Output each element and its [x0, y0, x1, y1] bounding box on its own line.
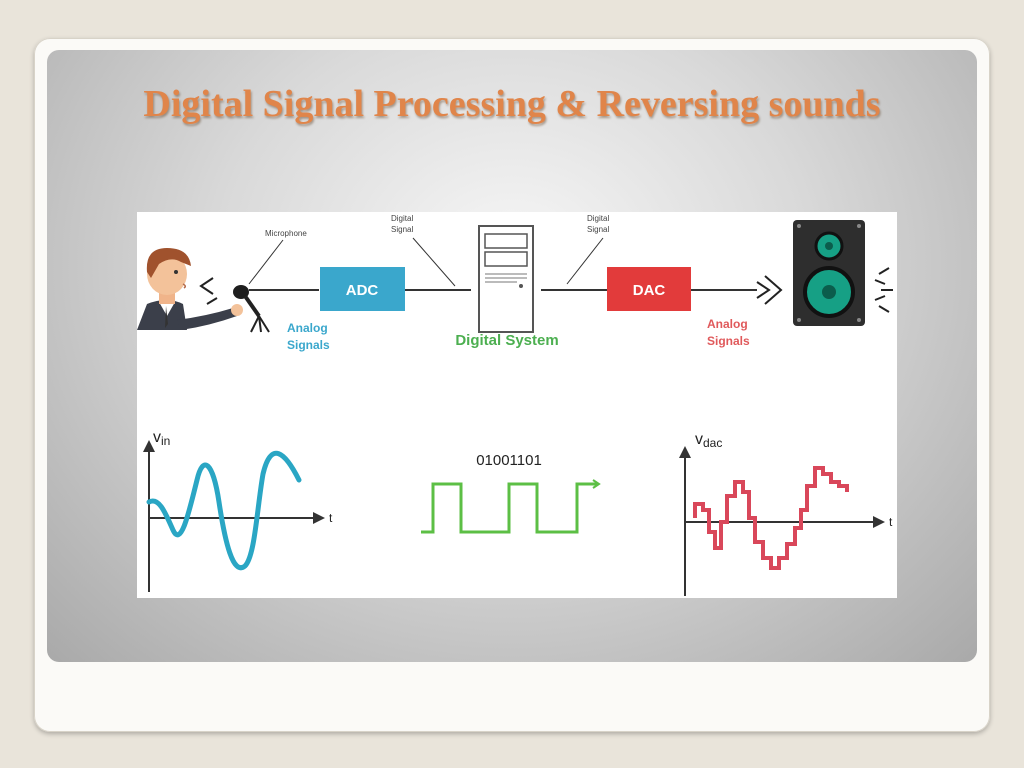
- vin-label: vin: [153, 429, 170, 448]
- digital-signal-pointer-2: [566, 237, 604, 285]
- microphone-icon: [233, 285, 270, 333]
- vin-t-label: t: [329, 511, 333, 525]
- analog-signals-in-line1: Analog: [287, 321, 328, 335]
- dac-step-wave: [693, 466, 849, 570]
- bits-label: 01001101: [476, 452, 542, 469]
- speech-wave-icon: [199, 277, 218, 305]
- vin-graph: vin t: [143, 429, 333, 592]
- vin-x-arrow: [313, 512, 325, 524]
- microphone-label: Microphone: [265, 229, 307, 238]
- digital-graph: 01001101: [421, 452, 601, 534]
- analog-signals-out-line2: Signals: [707, 334, 750, 348]
- digital-wave-arrow: [592, 479, 601, 489]
- dsp-diagram-svg: Microphone ADC Analog Signals Digital Si…: [137, 214, 893, 596]
- digital-signal-pointer-1: [412, 237, 456, 287]
- vin-y-arrow: [143, 440, 155, 452]
- vdac-y-arrow: [679, 446, 691, 458]
- dsp-diagram: Microphone ADC Analog Signals Digital Si…: [137, 212, 897, 598]
- vdac-x-arrow: [873, 516, 885, 528]
- slide-title: Digital Signal Processing & Reversing so…: [143, 83, 881, 125]
- speaker-icon: [793, 220, 865, 326]
- output-arrow-icon: [756, 275, 783, 305]
- digital-signal-label-1b: Signal: [391, 225, 413, 234]
- analog-signals-out-line1: Analog: [707, 317, 748, 331]
- analog-signals-in-line2: Signals: [287, 338, 330, 352]
- analog-wave: [146, 450, 302, 571]
- person-speaking-icon: [137, 248, 243, 330]
- computer-tower-icon: [478, 225, 534, 333]
- vdac-t-label: t: [889, 515, 893, 529]
- vdac-graph: vdac t: [679, 431, 893, 596]
- adc-box: [320, 267, 405, 311]
- dac-label: DAC: [633, 282, 666, 299]
- digital-signal-label-2a: Digital: [587, 214, 609, 223]
- sound-emission-icon: [874, 267, 893, 313]
- adc-label: ADC: [346, 282, 379, 299]
- digital-signal-label-1a: Digital: [391, 214, 413, 223]
- dac-box: [607, 267, 691, 311]
- microphone-pointer: [248, 239, 284, 285]
- digital-system-label: Digital System: [455, 332, 558, 349]
- digital-wave: [421, 482, 597, 534]
- digital-signal-label-2b: Signal: [587, 225, 609, 234]
- vdac-label: vdac: [695, 431, 722, 450]
